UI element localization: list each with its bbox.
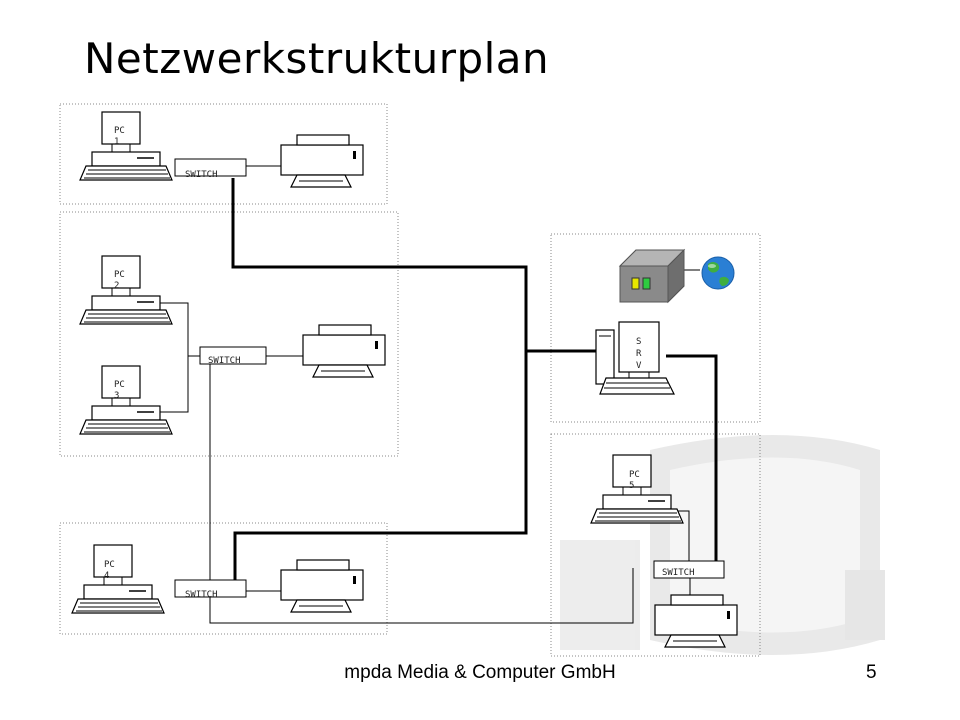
slide-title: Netzwerkstrukturplan	[84, 34, 550, 83]
group-box-pc1	[59, 103, 388, 205]
pc-1-label-line1: PC	[114, 126, 125, 136]
pc-5-label-line1: PC	[629, 470, 640, 480]
footer-company-name: mpda Media & Computer GmbH	[344, 662, 616, 683]
server: S R V	[595, 321, 675, 395]
server-label-3: V	[636, 361, 642, 371]
switch-4: SWITCH	[653, 560, 725, 579]
server-label-1: S	[636, 337, 641, 347]
pc-3: PC 3	[79, 365, 173, 435]
modem-led-yellow	[631, 277, 640, 290]
switch-3: SWITCH	[174, 579, 247, 600]
group-box-pc2-pc3	[59, 211, 399, 457]
pc-2: PC 2	[79, 255, 173, 325]
modem-led-green	[642, 277, 651, 290]
printer-3	[280, 559, 364, 613]
pc-5-label-line2: 5	[629, 481, 634, 491]
pc-1-label-line2: 1	[114, 137, 119, 147]
globe-icon	[701, 256, 735, 290]
footer-page-number: 5	[866, 662, 877, 683]
switch-2: SWITCH	[199, 346, 267, 366]
backbone-cables	[231, 178, 718, 583]
switch-1: SWITCH	[174, 158, 247, 180]
pc-4-label-line1: PC	[104, 560, 115, 570]
switch-4-label: SWITCH	[662, 568, 695, 578]
pc-3-label-line2: 3	[114, 391, 119, 401]
modem	[618, 248, 686, 304]
switch-3-label: SWITCH	[185, 590, 218, 600]
pc-1: PC 1	[79, 111, 173, 181]
pc-2-label-line1: PC	[114, 270, 125, 280]
group-box-server	[550, 233, 761, 423]
group-box-pc5	[550, 433, 761, 657]
server-label-2: R	[636, 349, 642, 359]
pc-2-label-line2: 2	[114, 281, 119, 291]
switch-2-label: SWITCH	[208, 356, 241, 366]
printer-2	[302, 324, 386, 378]
patch-cables	[148, 165, 700, 624]
pc-3-label-line1: PC	[114, 380, 125, 390]
printer-1	[280, 134, 364, 188]
switch-1-label: SWITCH	[185, 170, 218, 180]
pc-4-label-line2: 4	[104, 571, 109, 581]
pc-5: PC 5	[590, 454, 684, 524]
pc-4: PC 4	[71, 544, 165, 614]
